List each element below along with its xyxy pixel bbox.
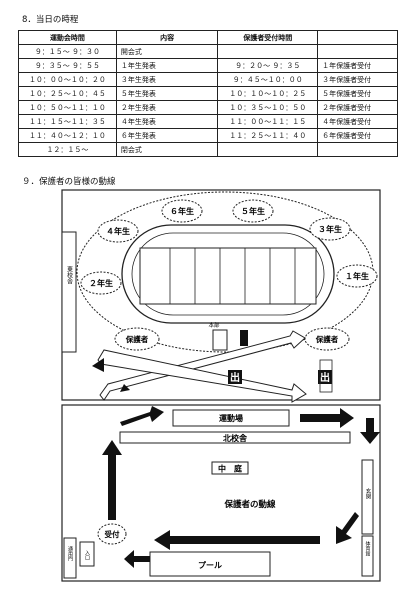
honbu-label: 本部	[208, 321, 220, 329]
cell-parent-grade	[317, 142, 398, 157]
infield	[139, 247, 317, 305]
parent-bubble-right: 保護者	[304, 327, 350, 351]
section-title-route: ９．保護者の皆様の動線	[22, 177, 116, 187]
svg-text:５年生: ５年生	[241, 206, 265, 216]
svg-text:出: 出	[320, 371, 330, 384]
undoujou-box	[172, 409, 290, 427]
schedule-row: １２：１５～閉会式	[18, 142, 398, 157]
right-building-b-label: 体育館	[365, 540, 371, 557]
grade-bubble-2: ２年生	[80, 271, 122, 295]
route-label: 保護者の動線	[223, 499, 276, 510]
pool-box	[149, 551, 271, 577]
school-map-frame	[61, 404, 381, 582]
north-building	[119, 431, 351, 444]
grade-bubble-4: ４年生	[97, 219, 139, 243]
grade-bubble-5: ５年生	[232, 199, 274, 223]
svg-text:保護者: 保護者	[315, 334, 339, 344]
gate-left	[63, 537, 77, 579]
pool-label: プール	[198, 560, 222, 570]
parent-bubble-left: 保護者	[114, 327, 160, 351]
route-arrows-loop	[102, 406, 380, 568]
exit-marker-left: 出	[228, 370, 242, 384]
svg-text:出: 出	[230, 371, 240, 384]
route-arrowhead-left	[92, 358, 104, 372]
gate-small-label: 入口	[84, 550, 90, 561]
svg-text:受付: 受付	[105, 529, 120, 539]
honbu-tent	[212, 329, 228, 351]
svg-text:３年生: ３年生	[318, 224, 342, 234]
east-building	[61, 231, 77, 353]
svg-text:６年生: ６年生	[170, 206, 194, 216]
exit-marker-right: 出	[318, 370, 332, 384]
courtyard-box	[211, 461, 249, 475]
gate-small	[79, 541, 95, 567]
grade-bubble-1: １年生	[336, 264, 378, 288]
cell-content: 閉会式	[115, 142, 219, 157]
honbu-post	[240, 330, 248, 346]
undoujou-label: 運動場	[219, 413, 243, 423]
svg-text:１年生: １年生	[345, 271, 369, 281]
courtyard-label: 中 庭	[218, 464, 243, 474]
right-building-b	[361, 535, 374, 577]
reception-bubble: 受付	[97, 523, 127, 545]
grade-bubble-6: ６年生	[161, 199, 203, 223]
gate-left-label: 通用門	[67, 545, 73, 562]
north-building-label: 北校舎	[223, 433, 248, 443]
east-building-label: 東校舎	[66, 265, 73, 285]
track-outer	[121, 224, 335, 324]
route-arrow-up	[99, 330, 306, 401]
svg-text:保護者: 保護者	[125, 334, 149, 344]
svg-text:２年生: ２年生	[89, 278, 113, 288]
cell-parent-time	[217, 142, 319, 157]
route-arrow-down	[97, 349, 307, 403]
right-building-a	[361, 459, 374, 535]
track-lane	[131, 232, 325, 316]
right-building-a-label: 玄関	[365, 487, 372, 501]
grade-bubble-3: ３年生	[309, 217, 351, 241]
section-title-schedule: 8．当日の時程	[22, 15, 79, 25]
svg-text:４年生: ４年生	[106, 226, 130, 236]
